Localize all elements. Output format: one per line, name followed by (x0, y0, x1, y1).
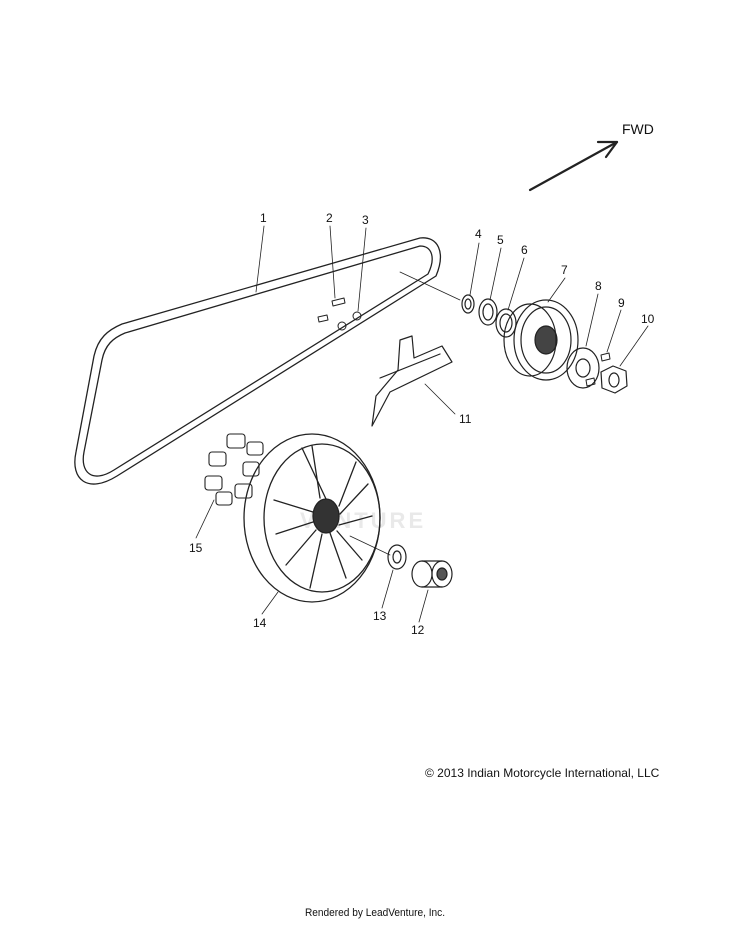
ring-washer-part (461, 294, 517, 338)
drive-belt (74, 237, 441, 485)
callout-3: 3 (362, 213, 369, 227)
wheel-bearing (411, 560, 453, 588)
callout-2: 2 (326, 211, 333, 225)
callout-leader-lines (195, 225, 649, 623)
spacer-part (387, 544, 407, 570)
cush-drive-dampers (204, 433, 264, 506)
front-sprocket (503, 299, 579, 381)
callout-12: 12 (411, 623, 425, 637)
fwd-label: FWD (622, 121, 654, 137)
callout-13: 13 (373, 609, 387, 623)
hex-nut-part (600, 365, 628, 394)
callout-5: 5 (497, 233, 504, 247)
nut-small-part (337, 311, 362, 331)
callout-6: 6 (521, 243, 528, 257)
callout-8: 8 (595, 279, 602, 293)
copyright-notice: © 2013 Indian Motorcycle International, … (425, 766, 660, 780)
callout-10: 10 (641, 312, 655, 326)
bolt-small-part (317, 297, 346, 323)
rear-sprocket-wheel (243, 433, 381, 603)
belt-guard-bracket (371, 335, 453, 427)
callout-1: 1 (260, 211, 267, 225)
callout-4: 4 (475, 227, 482, 241)
footer-credit: Rendered by LeadVenture, Inc. (304, 907, 446, 919)
callout-15: 15 (189, 541, 203, 555)
callout-9: 9 (618, 296, 625, 310)
screw-part (585, 352, 611, 387)
callout-7: 7 (561, 263, 568, 277)
callout-14: 14 (253, 616, 267, 630)
callout-labels: 1 2 3 4 5 6 7 8 9 10 11 12 13 14 15 FWD (189, 121, 655, 637)
retaining-plate (566, 347, 600, 389)
fwd-arrow-icon (528, 140, 619, 192)
callout-11: 11 (459, 412, 472, 426)
